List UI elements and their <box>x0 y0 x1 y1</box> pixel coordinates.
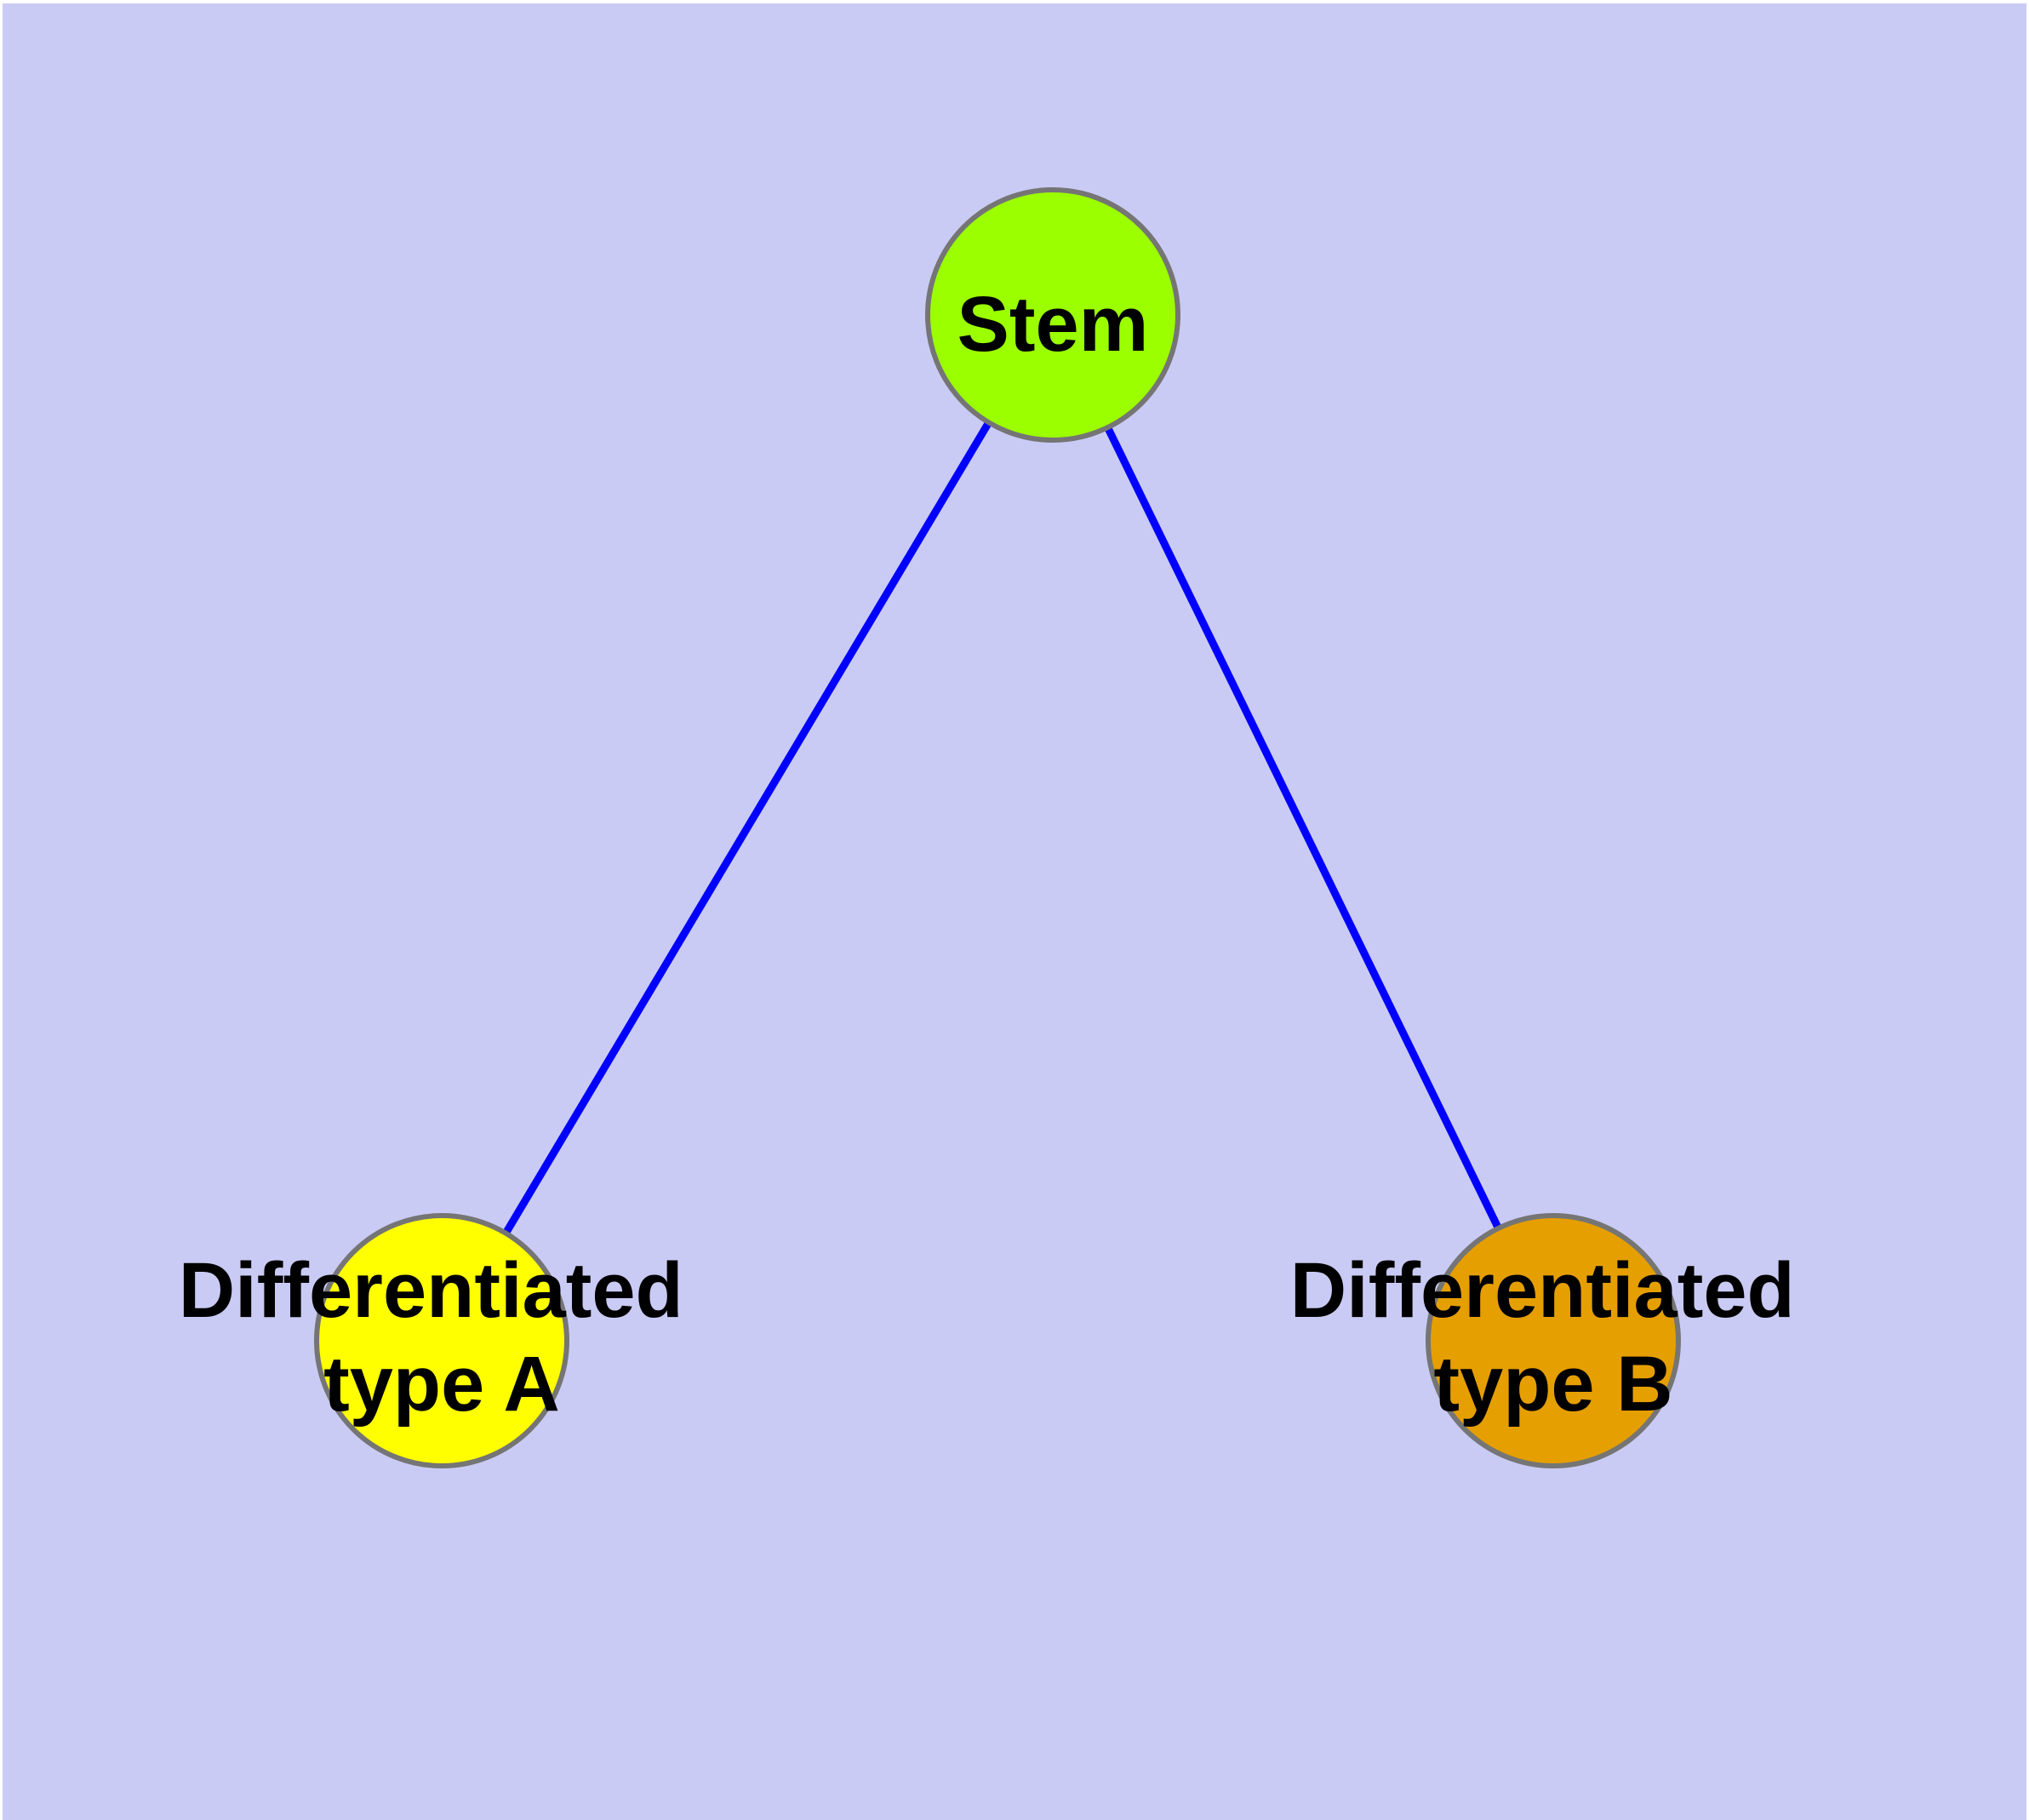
node-differentiated-type-a <box>314 1213 569 1468</box>
edge-stem-to-type-a <box>438 312 1056 1343</box>
node-differentiated-type-b <box>1426 1213 1681 1468</box>
label-type-a-line2: type A <box>323 1341 560 1428</box>
label-type-b-line1: Differentiated <box>1290 1247 1795 1334</box>
node-stem <box>925 187 1180 443</box>
edge-group <box>438 312 1557 1343</box>
label-type-a-line1: Differentiated <box>179 1247 683 1334</box>
label-differentiated-type-a: Differentiated type A <box>179 1247 706 1428</box>
label-stem: Stem <box>957 281 1149 368</box>
label-differentiated-type-b: Differentiated type B <box>1290 1247 1817 1428</box>
node-group <box>314 187 1681 1468</box>
label-type-b-line2: type B <box>1433 1341 1672 1428</box>
label-group: Stem Differentiated type A Differentiate… <box>179 281 1817 1428</box>
edge-stem-to-type-b <box>1049 313 1557 1342</box>
